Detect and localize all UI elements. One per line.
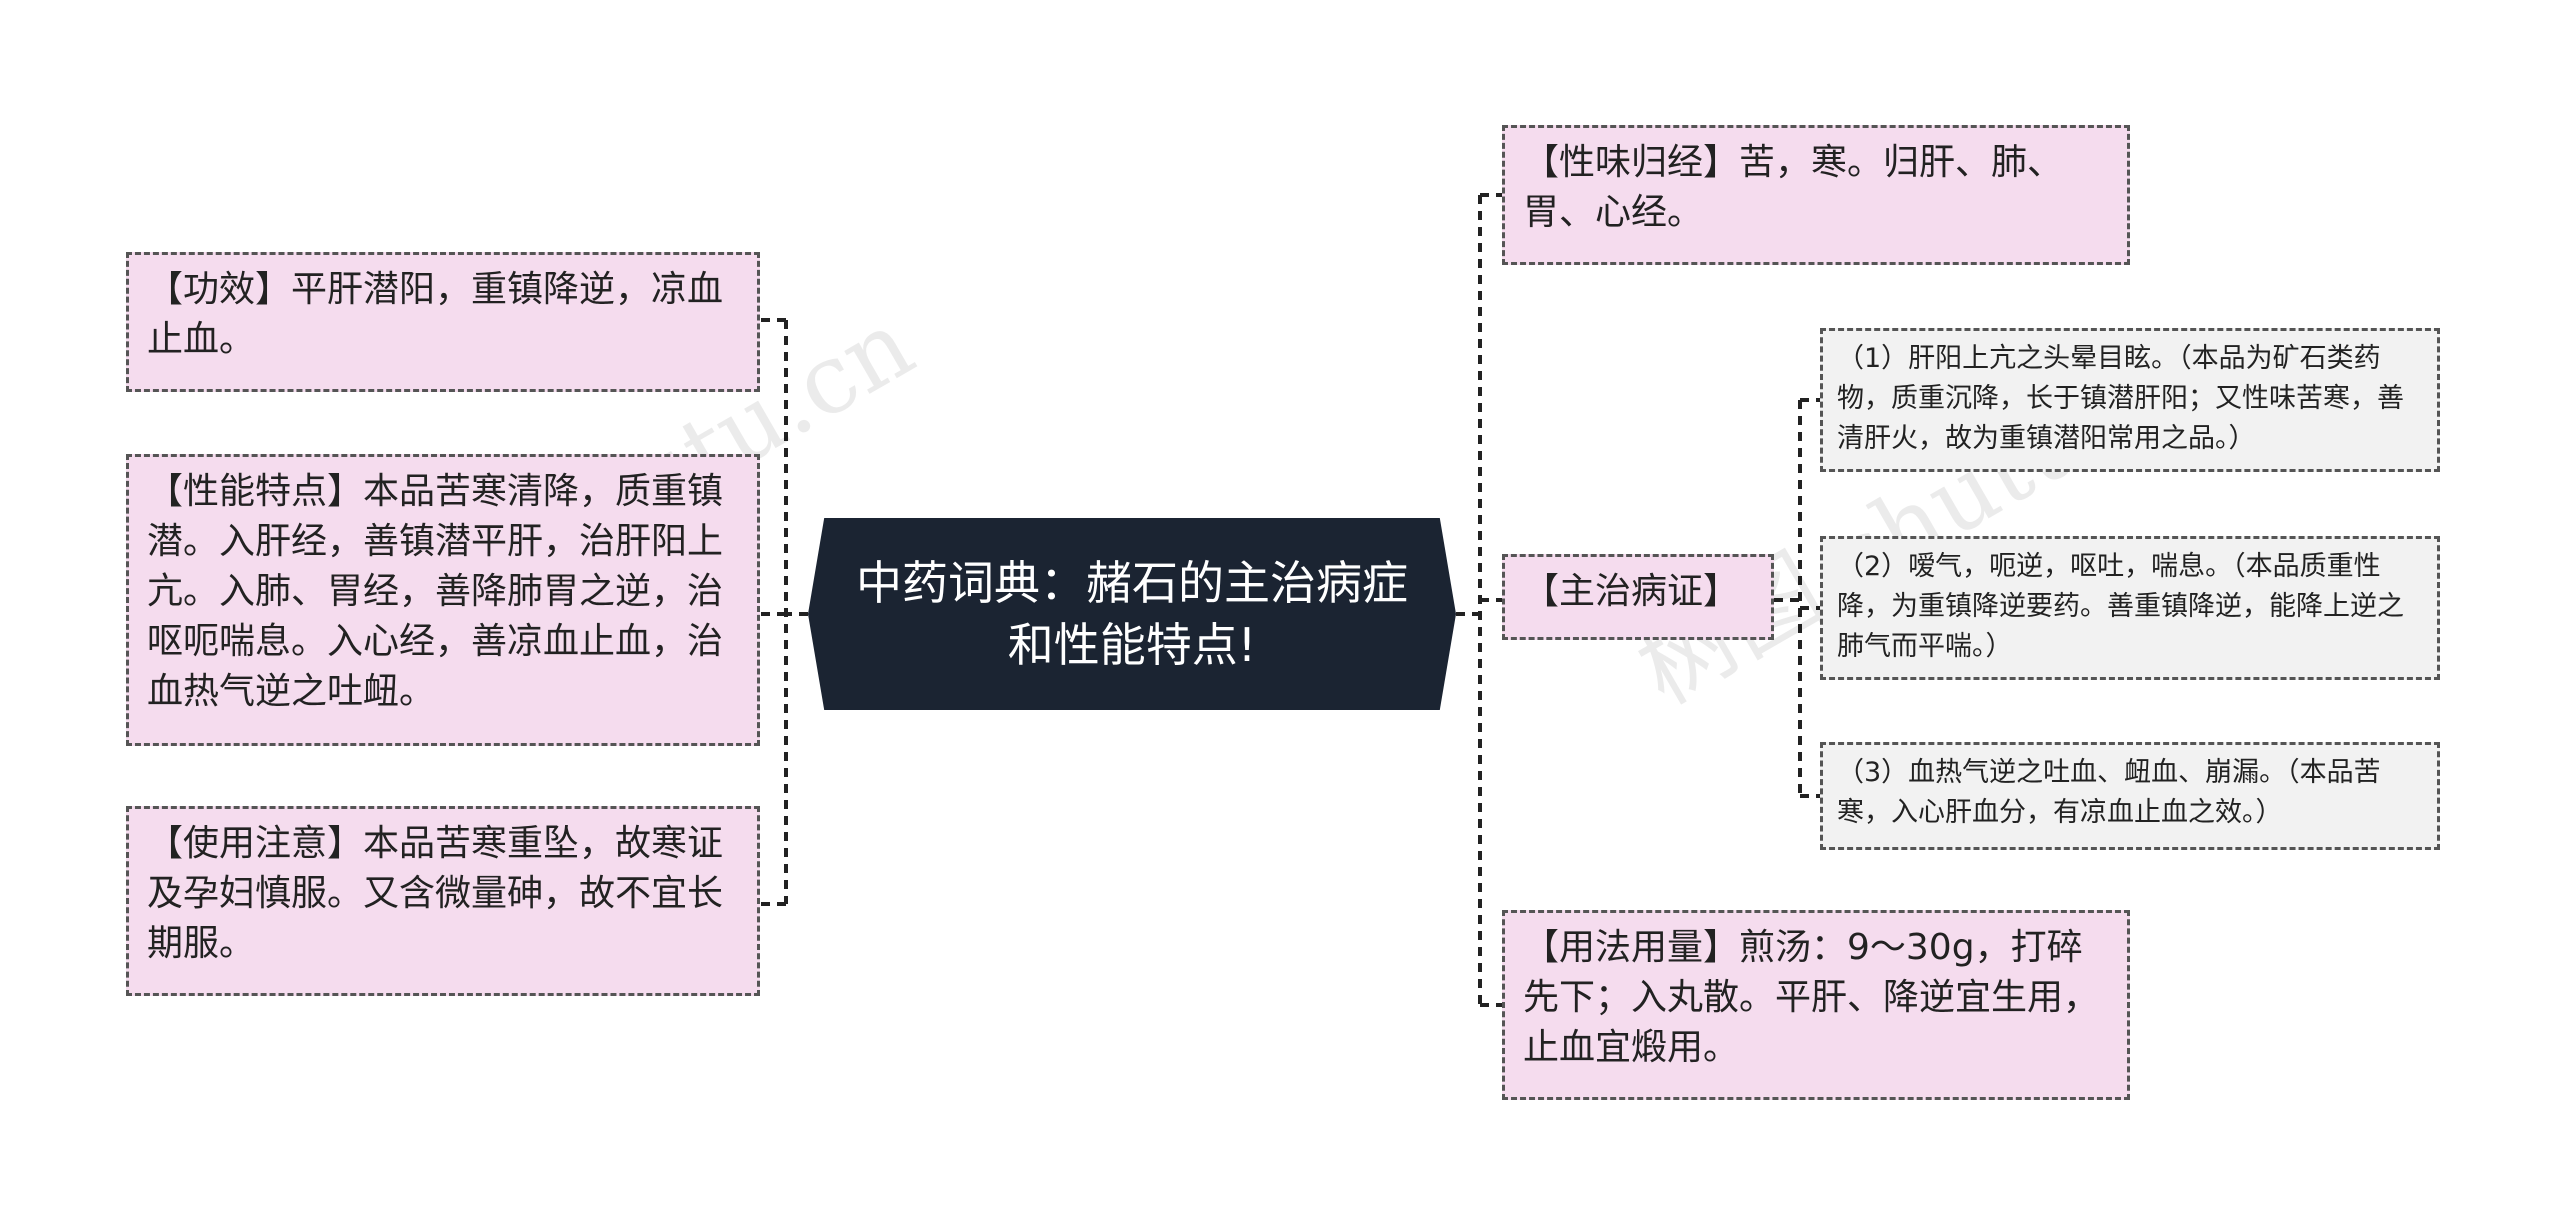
center-title: 中药词典：赭石的主治病症和性能特点! — [856, 556, 1408, 672]
left-node-efficacy[interactable]: 【功效】平肝潜阳，重镇降逆，凉血止血。 — [126, 252, 760, 392]
sub-node-text: （3）血热气逆之吐血、衄血、崩漏。（本品苦寒，入心肝血分，有凉血止血之效。） — [1837, 757, 2381, 828]
left-node-precautions[interactable]: 【使用注意】本品苦寒重坠，故寒证及孕妇慎服。又含微量砷，故不宜长期服。 — [126, 806, 760, 996]
node-text: 【性能特点】本品苦寒清降，质重镇潜。入肝经，善镇潜平肝，治肝阳上亢。入肺、胃经，… — [147, 471, 724, 712]
right-node-dosage[interactable]: 【用法用量】煎汤：9～30g，打碎先下；入丸散。平肝、降逆宜生用，止血宜煅用。 — [1502, 910, 2130, 1100]
center-topic[interactable]: 中药词典：赭石的主治病症和性能特点! — [808, 518, 1456, 710]
node-text: 【主治病证】 — [1523, 571, 1740, 612]
left-node-characteristics[interactable]: 【性能特点】本品苦寒清降，质重镇潜。入肝经，善镇潜平肝，治肝阳上亢。入肺、胃经，… — [126, 454, 760, 746]
node-text: 【性味归经】苦，寒。归肝、肺、胃、心经。 — [1523, 142, 2064, 233]
node-text: 【功效】平肝潜阳，重镇降逆，凉血止血。 — [147, 269, 724, 360]
sub-node-indication-3[interactable]: （3）血热气逆之吐血、衄血、崩漏。（本品苦寒，入心肝血分，有凉血止血之效。） — [1820, 742, 2440, 850]
sub-node-indication-1[interactable]: （1）肝阳上亢之头晕目眩。（本品为矿石类药物，质重沉降，长于镇潜肝阳；又性味苦寒… — [1820, 328, 2440, 472]
right-node-nature-meridian[interactable]: 【性味归经】苦，寒。归肝、肺、胃、心经。 — [1502, 125, 2130, 265]
sub-node-text: （2）嗳气，呃逆，呕吐，喘息。（本品质重性降，为重镇降逆要药。善重镇降逆，能降上… — [1837, 551, 2404, 662]
node-text: 【使用注意】本品苦寒重坠，故寒证及孕妇慎服。又含微量砷，故不宜长期服。 — [147, 823, 724, 964]
right-node-indications[interactable]: 【主治病证】 — [1502, 554, 1774, 640]
node-text: 【用法用量】煎汤：9～30g，打碎先下；入丸散。平肝、降逆宜生用，止血宜煅用。 — [1523, 927, 2100, 1068]
sub-node-indication-2[interactable]: （2）嗳气，呃逆，呕吐，喘息。（本品质重性降，为重镇降逆要药。善重镇降逆，能降上… — [1820, 536, 2440, 680]
sub-node-text: （1）肝阳上亢之头晕目眩。（本品为矿石类药物，质重沉降，长于镇潜肝阳；又性味苦寒… — [1837, 343, 2404, 454]
